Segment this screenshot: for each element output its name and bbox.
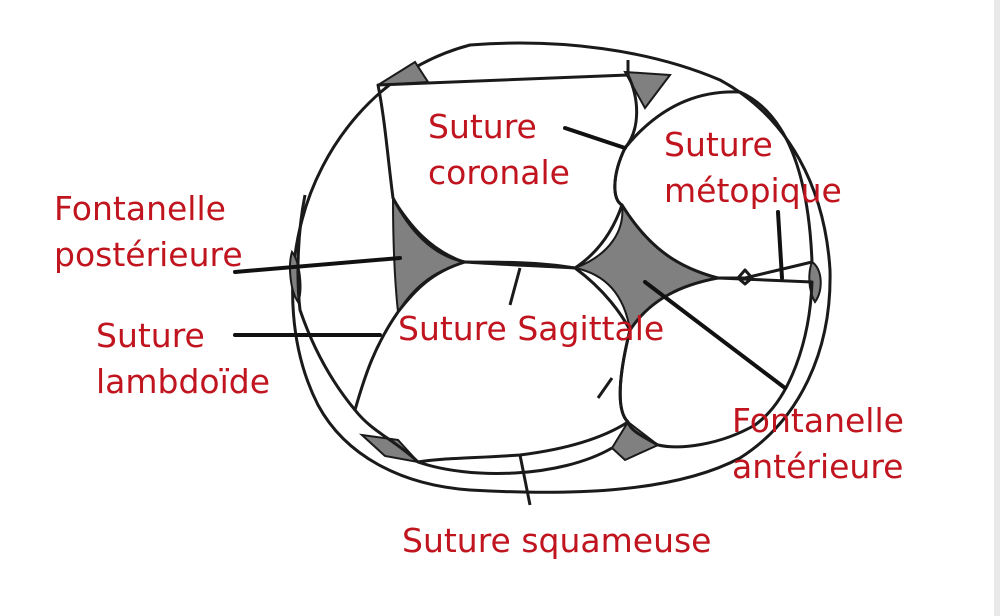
pointer-fontanelle-anterieure	[643, 280, 787, 390]
label-suture-lambdoide-line1: Suture	[96, 316, 205, 355]
label-fontanelle-posterieure-line2: postérieure	[54, 235, 243, 274]
pointer-metopique	[776, 210, 784, 280]
frontal-plate-upper	[613, 90, 814, 280]
label-suture-sagittale: Suture Sagittale	[398, 306, 664, 352]
label-fontanelle-anterieure-line2: antérieure	[732, 447, 904, 486]
right-border-strip	[994, 0, 1000, 616]
label-fontanelle-posterieure: Fontanelle postérieure	[54, 186, 243, 278]
label-suture-metopique-line2: métopique	[664, 171, 842, 210]
suture-tick-bottom	[518, 454, 532, 506]
label-suture-squameuse-text: Suture squameuse	[402, 521, 712, 560]
label-suture-sagittale-text: Suture Sagittale	[398, 309, 665, 348]
metopic-mark	[736, 268, 754, 286]
label-suture-squameuse: Suture squameuse	[402, 518, 712, 564]
pointer-coronale	[563, 126, 627, 150]
label-suture-lambdoide: Suture lambdoïde	[96, 313, 270, 405]
suture-tick-sagittal	[508, 267, 522, 306]
suture-tick-lower	[596, 377, 614, 399]
temporal-ridge	[417, 446, 613, 475]
label-fontanelle-anterieure-line1: Fontanelle	[732, 401, 904, 440]
label-suture-coronale-line1: Suture	[428, 107, 537, 146]
label-suture-metopique: Suture métopique	[664, 122, 842, 214]
label-suture-coronale-line2: coronale	[428, 153, 570, 192]
label-suture-lambdoide-line2: lambdoïde	[96, 362, 271, 401]
label-suture-coronale: Suture coronale	[428, 104, 570, 196]
occipital-ridge	[296, 194, 357, 411]
pointer-fontanelle-posterieure	[233, 256, 402, 274]
label-suture-metopique-line1: Suture	[664, 125, 773, 164]
label-fontanelle-posterieure-line1: Fontanelle	[54, 189, 226, 228]
label-fontanelle-anterieure: Fontanelle antérieure	[732, 398, 904, 490]
